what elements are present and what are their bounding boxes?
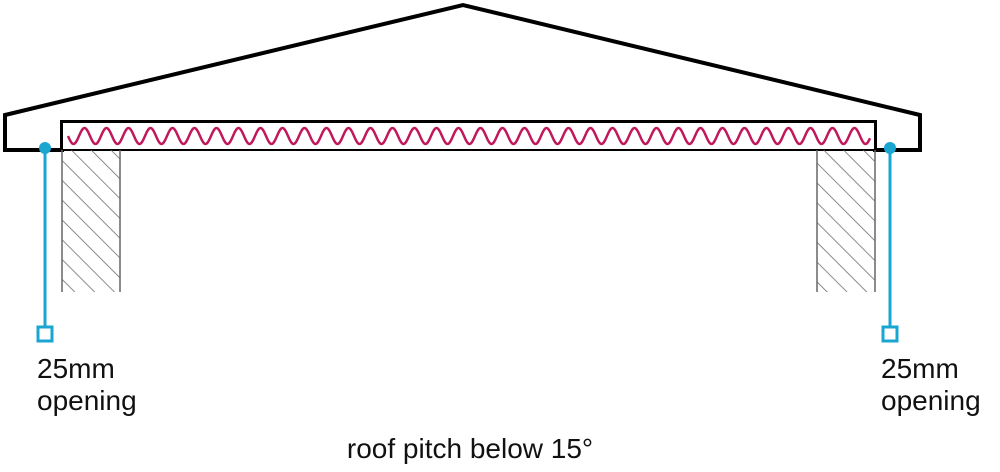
ceiling-joist — [61, 121, 876, 151]
left-wall — [62, 150, 120, 292]
right-opening-marker — [881, 142, 899, 343]
right-wall — [817, 150, 875, 292]
insulation-layer — [66, 126, 872, 146]
left-opening-marker — [36, 142, 54, 343]
roof-pitch-caption: roof pitch below 15° — [347, 433, 593, 464]
right-opening-dot — [884, 142, 896, 154]
left-opening-square — [36, 325, 54, 343]
left-opening-label-word: opening — [37, 385, 137, 416]
left-opening-dot — [39, 142, 51, 154]
right-opening-label-size: 25mm — [881, 353, 959, 384]
right-opening-square — [881, 325, 899, 343]
right-opening-label-word: opening — [881, 385, 981, 416]
left-opening-label-size: 25mm — [37, 353, 115, 384]
